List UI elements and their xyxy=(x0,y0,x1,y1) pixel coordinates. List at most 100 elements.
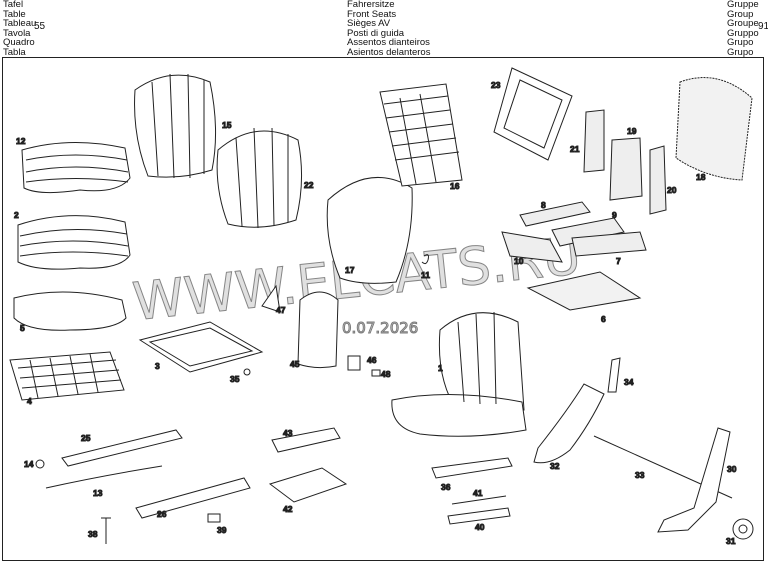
label-4: 4 xyxy=(27,396,32,406)
label-18: 18 xyxy=(696,172,706,182)
part-10-bolster[interactable] xyxy=(501,231,563,263)
part-46-clip[interactable] xyxy=(347,355,361,371)
part-1-complete-seat[interactable] xyxy=(391,311,527,437)
group-label-column: Gruppe Group Groupe Gruppo Grupo Grupo xyxy=(727,0,759,58)
part-18-foam-block[interactable] xyxy=(675,77,753,181)
label-31: 31 xyxy=(726,536,736,546)
part-45-headrest[interactable] xyxy=(297,291,339,369)
table-label-fr: Tableau xyxy=(3,18,37,30)
part-48-clip[interactable] xyxy=(371,369,381,377)
label-42: 42 xyxy=(283,504,293,514)
part-8-bolster[interactable] xyxy=(519,201,591,227)
label-12: 12 xyxy=(16,136,26,146)
part-35-screw[interactable] xyxy=(243,368,251,376)
part-47-bracket[interactable] xyxy=(261,284,281,313)
part-13-release-cable[interactable] xyxy=(45,465,163,489)
label-45: 45 xyxy=(290,359,300,369)
part-19-center-pad[interactable] xyxy=(609,137,643,201)
part-6-seat-mat[interactable] xyxy=(526,271,642,311)
part-21-side-pad[interactable] xyxy=(583,109,605,173)
part-17-backrest-shell[interactable] xyxy=(326,176,413,284)
label-34: 34 xyxy=(624,377,634,387)
group-label-de: Gruppe xyxy=(727,0,759,10)
part-43-cover-pad[interactable] xyxy=(271,427,341,453)
table-number: 55 xyxy=(34,21,46,32)
title-es: Asientos delanteros xyxy=(347,46,431,58)
label-16: 16 xyxy=(450,181,460,191)
title-en: Front Seats xyxy=(347,8,397,20)
label-30: 30 xyxy=(727,464,737,474)
label-38: 38 xyxy=(88,529,98,539)
part-7-bolster[interactable] xyxy=(571,231,647,257)
part-15-backrest[interactable] xyxy=(134,73,217,179)
group-label-it: Gruppo xyxy=(727,27,759,39)
part-25-seat-rail[interactable] xyxy=(61,429,183,467)
table-label-en: Table xyxy=(3,8,26,20)
label-1: 1 xyxy=(438,363,443,373)
table-label-es: Tabla xyxy=(3,46,26,58)
part-12-seat-cushion[interactable] xyxy=(21,141,131,194)
part-11-hook[interactable] xyxy=(421,254,429,265)
label-17: 17 xyxy=(345,265,355,275)
label-23: 23 xyxy=(491,80,501,90)
label-43: 43 xyxy=(283,428,293,438)
part-9-bolster[interactable] xyxy=(551,217,625,247)
group-label-pt: Grupo xyxy=(727,37,754,49)
part-16-backrest-frame[interactable] xyxy=(379,83,463,187)
table-label-de: Tafel xyxy=(3,0,24,10)
label-3: 3 xyxy=(155,361,160,371)
part-36-trim-strip[interactable] xyxy=(431,457,513,479)
label-10: 10 xyxy=(514,256,524,266)
label-39: 39 xyxy=(217,525,227,535)
label-13: 13 xyxy=(93,488,103,498)
part-14-knob[interactable] xyxy=(35,459,45,469)
label-15: 15 xyxy=(222,120,232,130)
title-fr: Sièges AV xyxy=(347,18,391,30)
part-23-backrest-panel[interactable] xyxy=(493,67,573,161)
group-label-fr: Groupe xyxy=(727,18,759,30)
part-40-trim-strip[interactable] xyxy=(447,507,511,525)
part-42-storage-tray[interactable] xyxy=(268,467,348,503)
label-11: 11 xyxy=(421,270,430,280)
part-31-hub xyxy=(738,524,748,534)
label-32: 32 xyxy=(550,461,560,471)
label-35: 35 xyxy=(230,374,240,384)
part-20-side-pad[interactable] xyxy=(649,145,667,215)
label-33: 33 xyxy=(635,470,645,480)
part-31-handwheel[interactable] xyxy=(732,518,754,540)
part-34-lever[interactable] xyxy=(607,357,621,393)
table-label-column: Tafel Table Tableau Tavola Quadro Tabla xyxy=(3,0,36,58)
label-36: 36 xyxy=(441,482,451,492)
label-26: 26 xyxy=(157,509,167,519)
watermark-date: 0.07.2026 xyxy=(342,319,418,337)
part-5-foam-pad[interactable] xyxy=(13,291,127,331)
group-label-en: Group xyxy=(727,8,754,20)
diagram-frame xyxy=(2,57,764,561)
part-41-clip-strip[interactable] xyxy=(451,495,507,505)
label-7: 7 xyxy=(616,256,621,266)
label-41: 41 xyxy=(473,488,483,498)
part-38-bolt[interactable] xyxy=(101,517,111,544)
part-26-seat-rail[interactable] xyxy=(135,477,251,519)
label-14: 14 xyxy=(24,459,34,469)
title-de: Fahrersitze xyxy=(347,0,395,10)
part-39-nut[interactable] xyxy=(207,513,221,523)
title-pt: Assentos dianteiros xyxy=(347,37,430,49)
part-3-seat-frame[interactable] xyxy=(138,321,264,373)
part-32-recliner-mechanism[interactable] xyxy=(533,383,605,464)
label-22: 22 xyxy=(304,180,314,190)
part-30-recliner-mechanism[interactable] xyxy=(657,427,731,533)
part-4-spring-unit[interactable] xyxy=(9,351,125,401)
group-label-es: Grupo xyxy=(727,46,754,58)
part-2-seat-cushion[interactable] xyxy=(17,215,131,270)
label-48: 48 xyxy=(381,369,391,379)
label-5: 5 xyxy=(20,323,25,333)
part-22-backrest[interactable] xyxy=(216,127,303,229)
label-6: 6 xyxy=(601,314,606,324)
group-number: 91 xyxy=(758,21,768,32)
label-47: 47 xyxy=(276,305,286,315)
title-it: Posti di guida xyxy=(347,27,405,39)
label-25: 25 xyxy=(81,433,91,443)
label-2: 2 xyxy=(14,210,19,220)
